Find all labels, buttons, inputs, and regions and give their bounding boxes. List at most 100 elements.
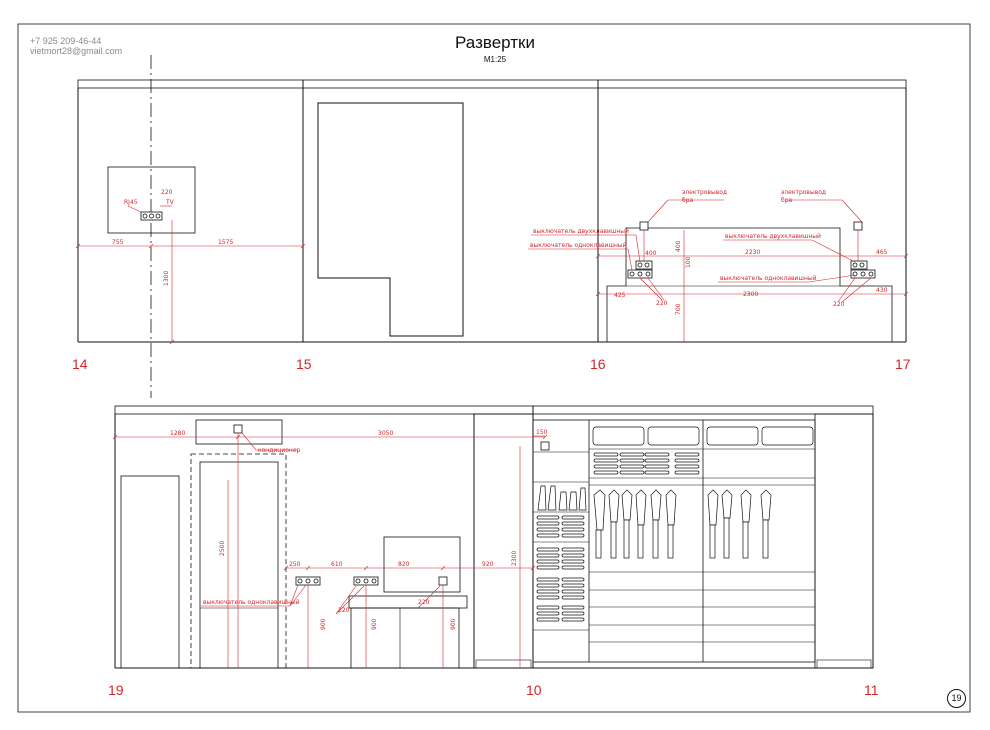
dim-1575: 1575 [218, 239, 233, 246]
door-left [120, 475, 180, 669]
socket-dot [142, 213, 148, 219]
label-elektrovyvod-2b: бра [781, 197, 793, 204]
socket-dot [645, 271, 651, 277]
label-switch-double-right: выключатель двухклавишный [725, 233, 821, 240]
socket-dot [149, 213, 154, 219]
socket-dot [644, 262, 650, 268]
axis-label-14: 14 [72, 356, 88, 372]
wardrobe-plinth-right [816, 659, 872, 669]
dim-1280: 1280 [170, 430, 185, 437]
bottom-sockets [233, 424, 550, 586]
dim-ticks [75, 243, 909, 345]
dim-220-tv: 220 [161, 189, 173, 196]
axis-label-16: 16 [590, 356, 606, 372]
vanity-cabinet [350, 607, 460, 669]
wardrobe-plinth-left [475, 659, 532, 669]
bottom-dimension-lines [115, 432, 545, 668]
label-switch-single-bottom: выключатель одноклавишный [203, 599, 300, 606]
label-switch-single-left: выключатель одноклавишный [530, 242, 627, 249]
axis-label-15: 15 [296, 356, 312, 372]
dim-430: 430 [876, 287, 888, 294]
sheet-frame [17, 23, 971, 713]
dim-100: 100 [685, 256, 692, 268]
label-switch-single-right: выключатель одноклавишный [720, 275, 817, 282]
top-sockets [140, 211, 876, 279]
dim-2300: 2300 [743, 291, 758, 298]
axis-label-19: 19 [108, 682, 124, 698]
folded-stacks-left [536, 515, 585, 622]
switch-double-right-icon [850, 260, 868, 270]
wardrobe-outlet-icon [540, 441, 550, 451]
label-tv: TV [165, 199, 175, 206]
wardrobe-contents [536, 426, 814, 622]
socket-dot [860, 271, 866, 277]
wall-outlet-left-icon [639, 221, 649, 231]
dim-150: 150 [536, 429, 548, 436]
dim-400: 400 [675, 240, 682, 252]
dim-220-e: 220 [418, 599, 430, 606]
dim-900-a: 900 [320, 618, 327, 630]
socket-dot [852, 262, 858, 268]
contact-phone: +7 925 209-46-44 [30, 36, 102, 46]
door-frame-dashed [190, 453, 287, 669]
dim-400-b: 400 [645, 250, 657, 257]
bottom-dim-ticks [112, 434, 548, 571]
wall-niche-outline [317, 102, 464, 337]
dim-2300-b: 2300 [511, 551, 518, 566]
dim-920: 920 [482, 561, 494, 568]
tv-panel [107, 166, 196, 234]
dim-3050: 3050 [378, 430, 393, 437]
sheet-scale: М1:25 [483, 55, 507, 64]
dim-900-b: 900 [371, 618, 378, 630]
top-dimension-labels: 755 1575 220 RJ45 TV 1300 400 400 100 70… [112, 189, 888, 315]
label-elektrovyvod-1b: бра [682, 197, 694, 204]
socket-dot [868, 271, 874, 277]
top-elevation [77, 79, 907, 343]
socket-dot [637, 271, 643, 277]
door-main [199, 461, 279, 669]
dim-220-d: 220 [338, 607, 350, 614]
dim-755: 755 [112, 239, 124, 246]
vanity-top [348, 595, 468, 609]
wardrobe-body [532, 419, 816, 663]
folded-stacks-upper [593, 452, 700, 475]
wardrobe-end-panel-right [814, 413, 874, 669]
socket-dot [155, 213, 161, 219]
hanging-clothes [593, 489, 772, 559]
page-number: 19 [947, 689, 966, 708]
bottom-dimension-labels: 1280 3050 150 2300 2500 250 610 820 920 … [170, 429, 548, 630]
ac-unit [195, 419, 283, 445]
switch-single-icon [438, 576, 448, 586]
dim-1300: 1300 [163, 271, 170, 286]
dim-610: 610 [331, 561, 343, 568]
axis-label-10: 10 [526, 682, 542, 698]
label-elektrovyvod-1: электровывод [682, 189, 727, 196]
wardrobe-end-panel [473, 413, 534, 669]
shoes [537, 485, 587, 511]
bottom-ceiling-band [114, 405, 874, 415]
top-dimension-lines [78, 199, 906, 342]
top-ceiling-band [77, 79, 907, 89]
axis-label-11: 11 [864, 682, 879, 698]
dim-900-c: 900 [450, 618, 457, 630]
dim-700: 700 [675, 303, 682, 315]
label-rj45: RJ45 [124, 199, 138, 206]
contact-email: vietmort28@gmail.com [30, 46, 123, 56]
axis-label-17: 17 [895, 356, 911, 372]
wall-outlet-right-icon [853, 221, 863, 231]
label-switch-double-left: выключатель двухклавишный [533, 228, 629, 235]
dim-820: 820 [398, 561, 410, 568]
socket-dot [637, 262, 643, 268]
socket-dot [629, 271, 635, 277]
label-conditioner: кондиционер [258, 447, 301, 454]
ac-outlet-icon [233, 424, 243, 434]
sheet-title: Развертки [455, 33, 535, 52]
headboard-outline [606, 227, 893, 342]
dim-425: 425 [614, 292, 626, 299]
dim-250: 250 [289, 561, 301, 568]
dim-220-right: 220 [833, 301, 845, 308]
label-elektrovyvod-2: электровывод [781, 189, 826, 196]
dim-220-left: 220 [656, 300, 668, 307]
